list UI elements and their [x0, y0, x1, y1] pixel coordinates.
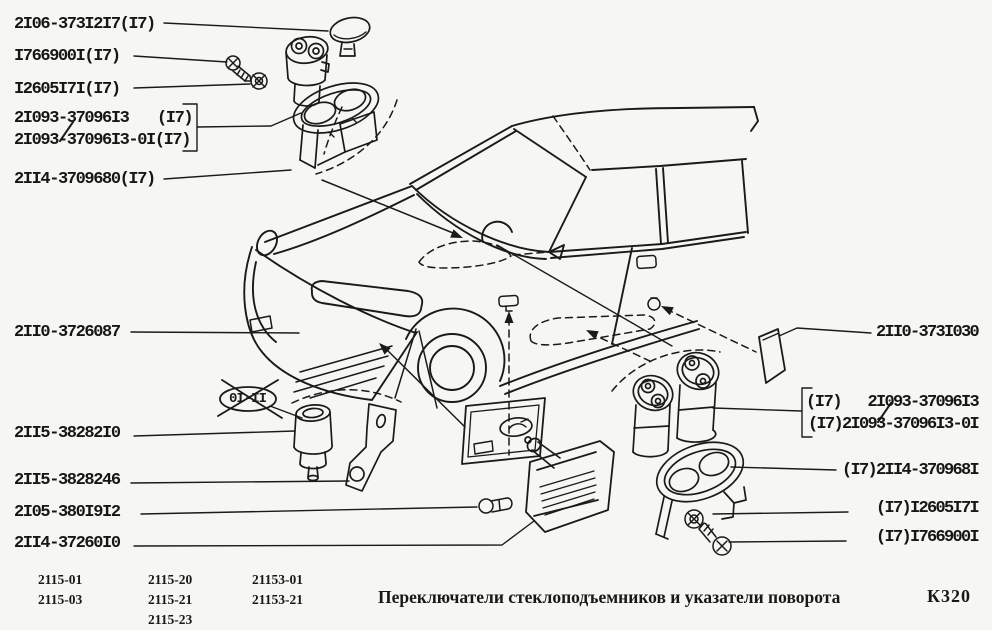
- leader-lines: [59, 22, 892, 547]
- lock-washer-right: [684, 509, 704, 529]
- window-lifter-switch-right: [676, 351, 720, 443]
- model-variant: 2115-20: [148, 572, 193, 587]
- part-number-label: 2II5-3828246: [14, 471, 121, 490]
- bulb: [478, 497, 513, 514]
- part-number-label: I766900I(I7): [14, 47, 121, 66]
- switch-cap: [329, 16, 371, 57]
- part-number-label: I2605I7I(I7): [14, 80, 121, 99]
- arrowheads: [379, 229, 674, 355]
- switch-bezel-right: [655, 441, 747, 540]
- model-variant: 2115-01: [38, 572, 83, 587]
- part-number-label: 2I05-380I9I2: [14, 503, 121, 522]
- part-number-label: 2I093-37096I3: [867, 393, 979, 412]
- part-number-label: (I7): [157, 109, 194, 128]
- turn-signal-switch: [285, 35, 330, 107]
- stamp-text: 0I-II: [229, 391, 267, 407]
- part-number-label: (I7)2II4-370968I: [841, 461, 980, 480]
- part-number-label: 2II5-38282I0: [14, 424, 121, 443]
- pump-bracket: [345, 403, 397, 492]
- screw-right: [698, 522, 732, 556]
- lock-washer-top: [250, 72, 268, 90]
- model-variant: 21153-21: [252, 592, 304, 607]
- crossed-out-stamp: [217, 379, 303, 419]
- part-number-label: (I7)2I093-37096I3-0I: [807, 415, 980, 434]
- model-variant: 2115-21: [148, 592, 193, 607]
- side-indicator-lamp: [524, 436, 615, 533]
- model-variant: 2115-23: [148, 612, 193, 627]
- washer-pump: [293, 404, 333, 482]
- figure-caption: Переключатели стеклоподъемников и указат…: [378, 587, 841, 607]
- part-number-label: 2I06-373I2I7(I7): [14, 15, 156, 34]
- switch-bezel-top: [292, 82, 380, 169]
- model-variant: 2115-03: [38, 592, 83, 607]
- turn-signal-lamp-housing: [461, 397, 546, 465]
- part-number-label: 2I093-37096I3-0I(I7): [14, 131, 191, 150]
- cover-plate: [758, 328, 786, 384]
- pointer-lines: [321, 179, 466, 428]
- door-lock-knob: [647, 297, 661, 311]
- part-number-label: 2II4-3709680(I7): [14, 170, 156, 189]
- part-number-label: 2I093-37096I3: [14, 109, 130, 128]
- part-number-label: 2II4-37260I0: [14, 534, 121, 553]
- model-variant: 21153-01: [252, 572, 304, 587]
- page-code: К320: [927, 586, 972, 606]
- part-number-label: (I7)I2605I7I: [875, 499, 980, 518]
- rear-door-handle: [636, 254, 657, 270]
- front-door-handle: [498, 294, 519, 312]
- screw-top: [225, 55, 252, 82]
- part-number-label: 2II0-373I030: [875, 323, 980, 342]
- part-number-label: (I7): [806, 393, 843, 412]
- part-number-label: (I7)I766900I: [875, 528, 980, 547]
- window-lifter-switch-left: [632, 374, 674, 458]
- car-body-illustration: [243, 106, 759, 403]
- part-number-label: 2II0-3726087: [14, 323, 121, 342]
- location-callouts: [291, 99, 757, 456]
